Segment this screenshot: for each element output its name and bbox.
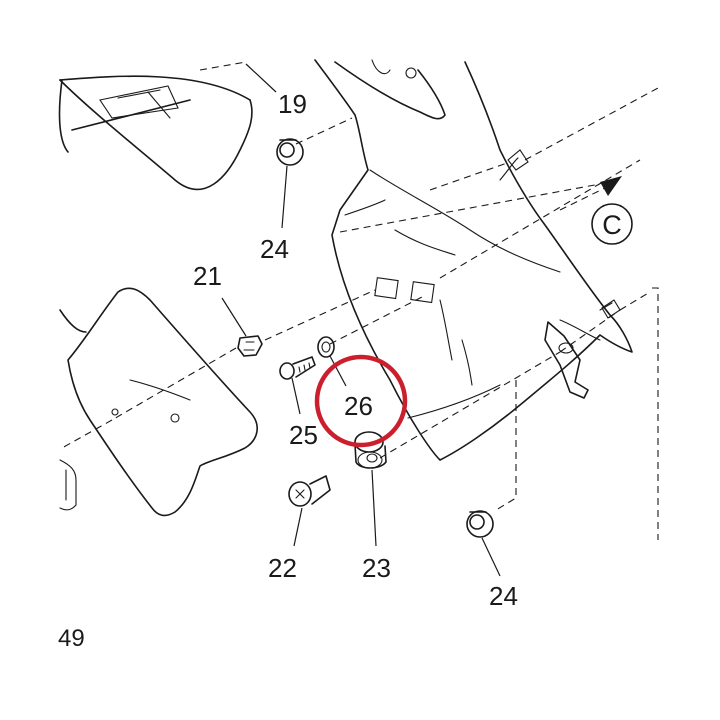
part-label-24-upper: 24 [260, 234, 289, 264]
leader-lines [221, 63, 501, 577]
spacer-23 [354, 431, 387, 469]
dash-19 [199, 61, 247, 71]
page-number: 49 [58, 625, 85, 652]
grommet-24-upper [276, 138, 304, 166]
part-label-19: 19 [278, 89, 307, 119]
grommet-24-lower [466, 510, 494, 538]
mounting-bracket [544, 321, 589, 399]
stud-upper [507, 149, 529, 171]
view-callout: C [591, 203, 633, 245]
washer-26 [317, 336, 335, 358]
upper-fairing-fragment [58, 75, 253, 191]
lower-fairing-piece [59, 287, 258, 517]
part-label-22: 22 [268, 553, 297, 583]
part-labels: 19 24 21 26 25 22 23 24 [193, 89, 518, 611]
assembly-lines [61, 87, 659, 540]
view-callout-letter: C [602, 210, 622, 240]
screw-22 [288, 475, 331, 507]
part-label-24-lower: 24 [489, 581, 518, 611]
clip-21 [237, 335, 263, 357]
direction-arrow [559, 176, 622, 211]
part-label-25: 25 [289, 420, 318, 450]
part-label-21: 21 [193, 261, 222, 291]
side-fairing-panel [314, 59, 633, 461]
part-label-26: 26 [344, 391, 373, 421]
part-label-23: 23 [362, 553, 391, 583]
highlight-circle [314, 354, 408, 448]
screw-25 [279, 356, 316, 380]
